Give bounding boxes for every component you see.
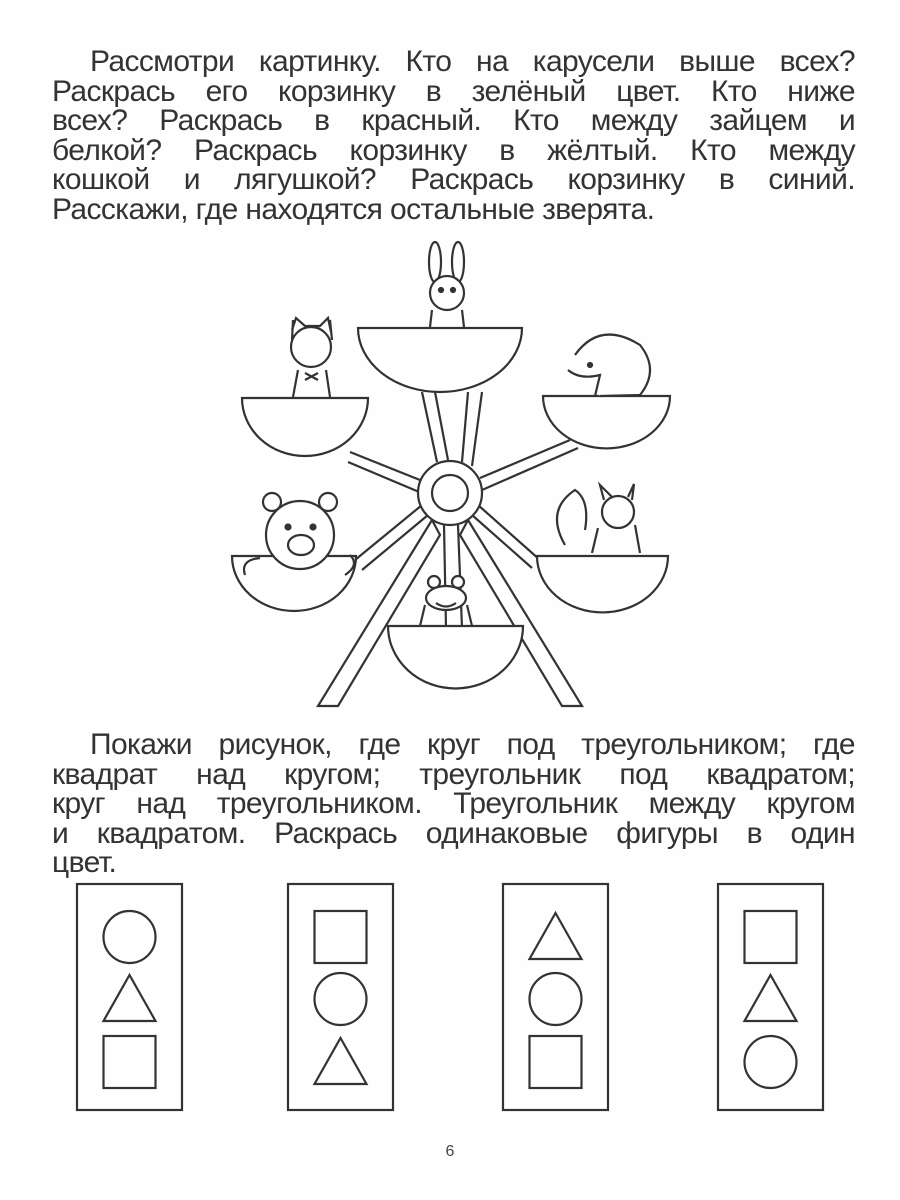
shape-card <box>286 882 395 1112</box>
frog-icon <box>418 574 474 627</box>
card-frame <box>286 882 395 1112</box>
square-shape <box>743 909 798 965</box>
text-line: белкой? Раскрась корзинку в жёлтый. Кто … <box>52 133 856 167</box>
square-shape <box>102 1034 157 1090</box>
shape-cards <box>75 882 825 1112</box>
text-line: квадрат над кругом; треугольник под квад… <box>52 757 856 791</box>
card-frame <box>501 882 610 1112</box>
squirrel-icon <box>555 481 642 554</box>
hedgehog-icon <box>567 333 652 398</box>
text-line: Расскажи, где находятся остальные зверят… <box>52 192 655 226</box>
task-1-instructions: Рассмотри картинку. Кто на карусели выше… <box>52 45 856 226</box>
shape-card <box>75 882 184 1112</box>
triangle-shape <box>527 910 584 961</box>
circle-shape <box>313 971 368 1027</box>
square-shape <box>528 1034 583 1090</box>
text-line: и квадратом. Раскрась одинаковые фигуры … <box>52 816 856 850</box>
triangle-shape <box>742 972 799 1023</box>
card-frame <box>75 882 184 1112</box>
ferris-wheel <box>230 326 672 708</box>
triangle-shape <box>101 972 158 1023</box>
text-line: круг над треугольником. Треугольник межд… <box>52 787 856 821</box>
page-number: 6 <box>445 1143 455 1160</box>
text-line: Рассмотри картинку. Кто на карусели выше… <box>90 45 856 78</box>
text-line: Раскрась его корзинку в зелёный цвет. Кт… <box>52 74 856 108</box>
triangle-shape <box>312 1035 369 1086</box>
card-frame <box>716 882 825 1112</box>
rabbit-icon <box>427 240 466 328</box>
text-line: всех? Раскрась в красный. Кто между зайц… <box>52 104 856 138</box>
task-2-instructions: Покажи рисунок, где круг под треугольник… <box>52 728 856 880</box>
shape-card <box>501 882 610 1112</box>
text-line: цвет. <box>52 846 117 880</box>
bear-icon <box>242 491 356 576</box>
text-line: кошкой и лягушкой? Раскрась корзинку в с… <box>52 163 856 197</box>
square-shape <box>313 909 368 965</box>
cat-icon <box>289 315 334 398</box>
circle-shape <box>102 909 157 965</box>
circle-shape <box>528 971 583 1027</box>
shape-card <box>716 882 825 1112</box>
text-line: Покажи рисунок, где круг под треугольник… <box>90 728 856 761</box>
circle-shape <box>743 1034 798 1090</box>
